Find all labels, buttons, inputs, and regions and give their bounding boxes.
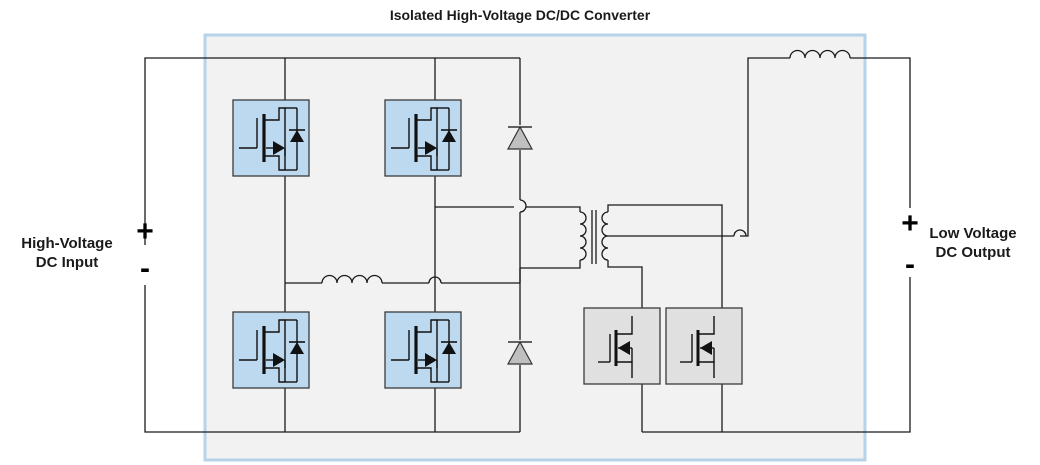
mosfet-q3 <box>231 310 311 390</box>
output-positive-wire <box>850 57 911 208</box>
input-minus-sign: - <box>140 252 150 285</box>
input-label: High-Voltage DC Input <box>0 234 134 272</box>
input-plus-sign: + <box>136 215 154 248</box>
output-plus-sign: + <box>901 207 919 240</box>
input-negative-wire <box>144 285 520 433</box>
mosfet-q2 <box>383 98 463 178</box>
sync-rectifier-q6 <box>664 306 744 386</box>
mosfet-q4 <box>383 310 463 390</box>
primary-winding <box>579 211 587 261</box>
output-negative-wire <box>642 277 911 433</box>
resonant-inductor <box>321 274 383 284</box>
sync-rectifier-q5 <box>582 306 662 386</box>
output-inductor <box>789 49 851 59</box>
output-label: Low Voltage DC Output <box>917 224 1029 262</box>
converter-enclosure <box>203 33 867 462</box>
input-label-line2: DC Input <box>35 254 99 271</box>
output-label-line1: Low Voltage <box>929 225 1017 242</box>
output-label-line2: DC Output <box>935 244 1011 261</box>
input-label-line1: High-Voltage <box>21 235 113 252</box>
output-minus-sign: - <box>905 248 915 281</box>
input-positive-wire <box>144 57 520 245</box>
diagram-title: Isolated High-Voltage DC/DC Converter <box>389 7 651 23</box>
mosfet-q1 <box>231 98 311 178</box>
